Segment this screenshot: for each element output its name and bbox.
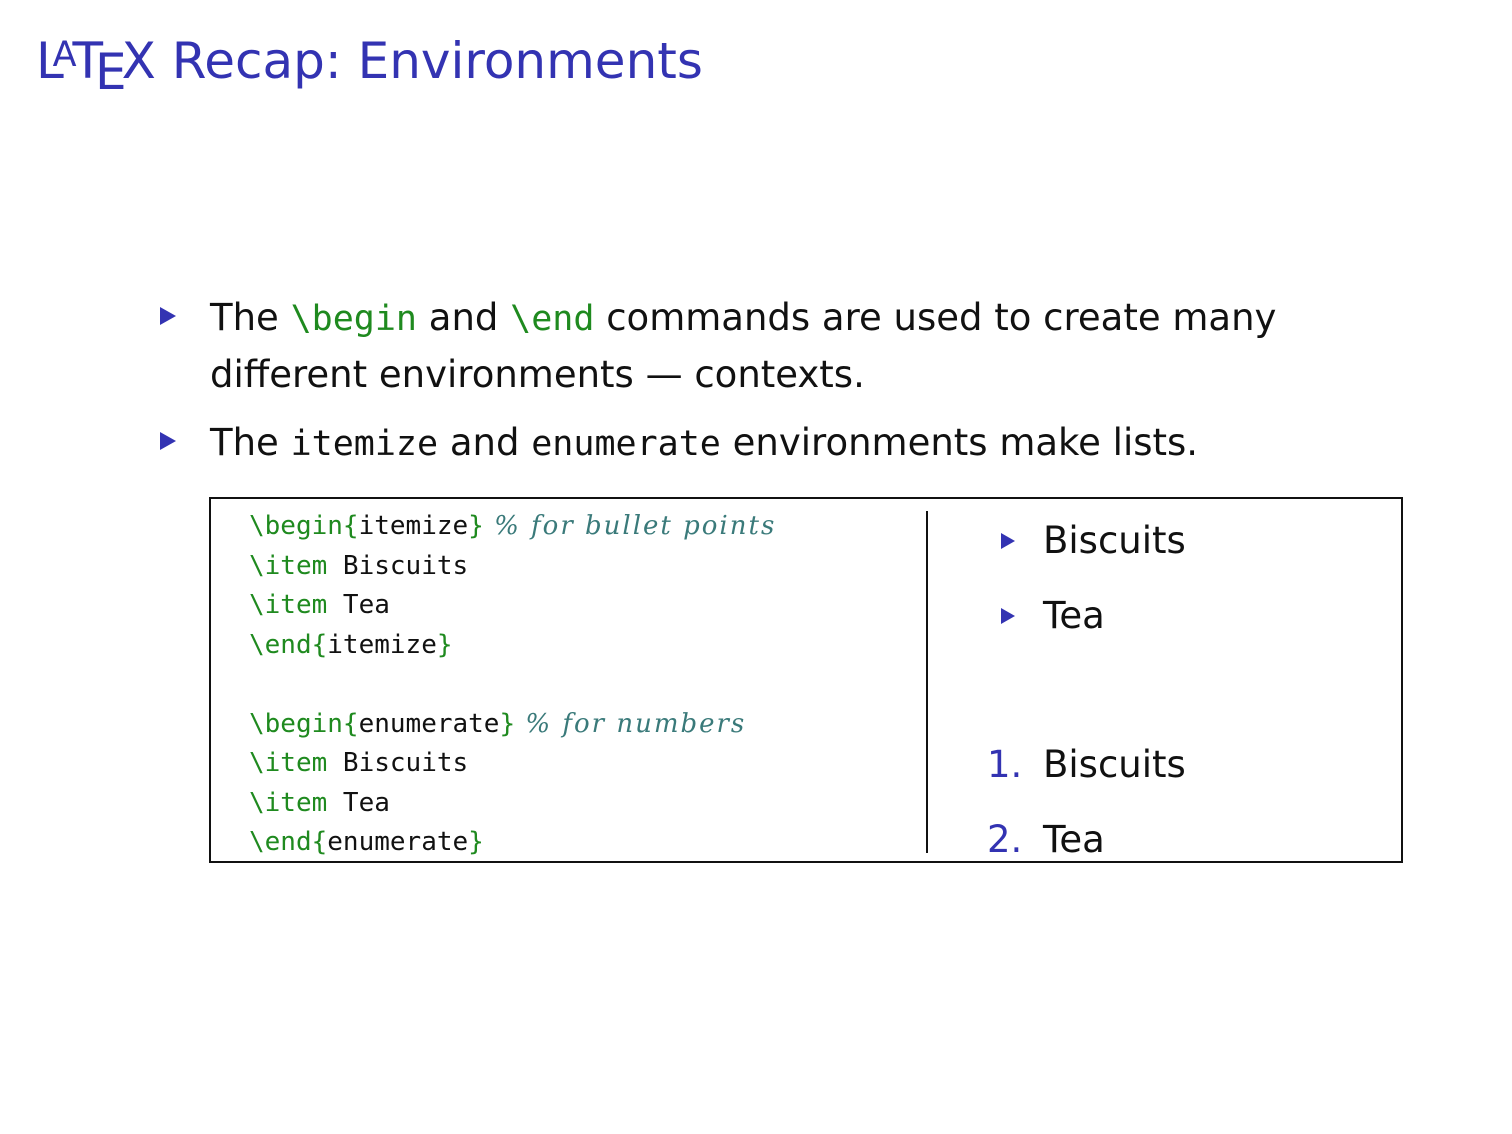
code-line: \item Biscuits: [249, 547, 776, 587]
itemize-output-item: Tea: [971, 594, 1391, 638]
code-brace: }: [436, 629, 453, 660]
bullet-text-line2: different environments — contexts.: [210, 353, 865, 396]
bullet-text: and: [438, 421, 532, 464]
title-text: Recap: Environments: [155, 32, 703, 90]
item-number: 1.: [987, 743, 1023, 786]
bullet-item: The \begin and \end commands are used to…: [160, 290, 1410, 403]
example-box: \begin{itemize} % for bullet points\item…: [209, 497, 1403, 863]
slide-title: LATEX Recap: Environments: [36, 36, 703, 97]
item-text: Tea: [1043, 594, 1105, 637]
code-blank-line: [249, 665, 776, 705]
code-line: \begin{itemize} % for bullet points: [249, 507, 776, 547]
code-command: \end: [249, 827, 312, 857]
code-line: \end{enumerate}: [249, 823, 776, 863]
code-command: \item: [249, 787, 328, 818]
bullet-text: The: [210, 296, 291, 339]
code-argument: itemize: [358, 511, 469, 541]
code-brace: {: [342, 511, 359, 541]
code-brace: }: [499, 708, 516, 739]
code-comment: % for numbers: [515, 708, 747, 739]
code-comment: % for bullet points: [483, 511, 777, 541]
triangle-bullet-icon: [1001, 533, 1015, 549]
code-argument: itemize: [327, 629, 437, 660]
enumerate-output-item: 1. Biscuits: [971, 743, 1391, 787]
code-listing: \begin{itemize} % for bullet points\item…: [249, 507, 776, 863]
code-argument: enumerate: [358, 708, 500, 739]
logo-letter-x: X: [121, 32, 156, 90]
itemize-output-item: Biscuits: [971, 519, 1391, 563]
code-text: Tea: [327, 590, 390, 620]
code-brace: {: [311, 827, 328, 857]
bullet-item: The itemize and enumerate environments m…: [160, 415, 1410, 472]
code-argument: enumerate: [327, 827, 469, 857]
triangle-bullet-icon: [1001, 608, 1015, 624]
code-brace: {: [342, 708, 359, 739]
code-command: \item: [249, 590, 328, 620]
inline-code-itemize: itemize: [290, 424, 439, 464]
code-command: \item: [249, 550, 328, 581]
bullet-text: commands are used to create many: [594, 296, 1277, 339]
code-text: Biscuits: [327, 550, 469, 581]
code-command: \begin: [249, 511, 343, 541]
code-line: \item Tea: [249, 586, 776, 626]
code-command: \item: [249, 748, 328, 778]
bullet-text: and: [417, 296, 511, 339]
logo-letter-a: A: [52, 34, 77, 75]
bullet-list: The \begin and \end commands are used to…: [160, 290, 1410, 484]
item-text: Tea: [1043, 818, 1105, 861]
code-brace: }: [468, 511, 484, 541]
code-line: \item Biscuits: [249, 744, 776, 784]
bullet-text: environments make lists.: [720, 421, 1199, 464]
item-number: 2.: [987, 818, 1023, 861]
code-command: \begin: [249, 708, 343, 739]
rendered-output: Biscuits Tea 1. Biscuits 2. Tea: [971, 499, 1391, 865]
bullet-text: The: [210, 421, 291, 464]
latex-logo: LATEX: [36, 36, 156, 97]
item-text: Biscuits: [1043, 743, 1186, 786]
logo-letter-t: T: [72, 32, 103, 90]
logo-letter-l: L: [36, 32, 64, 90]
column-divider: [926, 511, 928, 853]
inline-code-end: \end: [510, 299, 595, 339]
code-brace: {: [311, 629, 328, 660]
code-line: \item Tea: [249, 784, 776, 824]
code-text: Biscuits: [327, 748, 469, 778]
triangle-bullet-icon: [160, 432, 176, 450]
item-text: Biscuits: [1043, 519, 1186, 562]
code-line: \begin{enumerate} % for numbers: [249, 705, 776, 745]
triangle-bullet-icon: [160, 307, 176, 325]
inline-code-enumerate: enumerate: [531, 424, 721, 464]
logo-letter-e: E: [94, 43, 127, 101]
code-brace: }: [468, 827, 484, 857]
code-text: Tea: [327, 787, 390, 818]
inline-code-begin: \begin: [290, 299, 418, 339]
code-command: \end: [249, 629, 312, 660]
code-line: \end{itemize}: [249, 626, 776, 666]
enumerate-output-item: 2. Tea: [971, 818, 1391, 862]
